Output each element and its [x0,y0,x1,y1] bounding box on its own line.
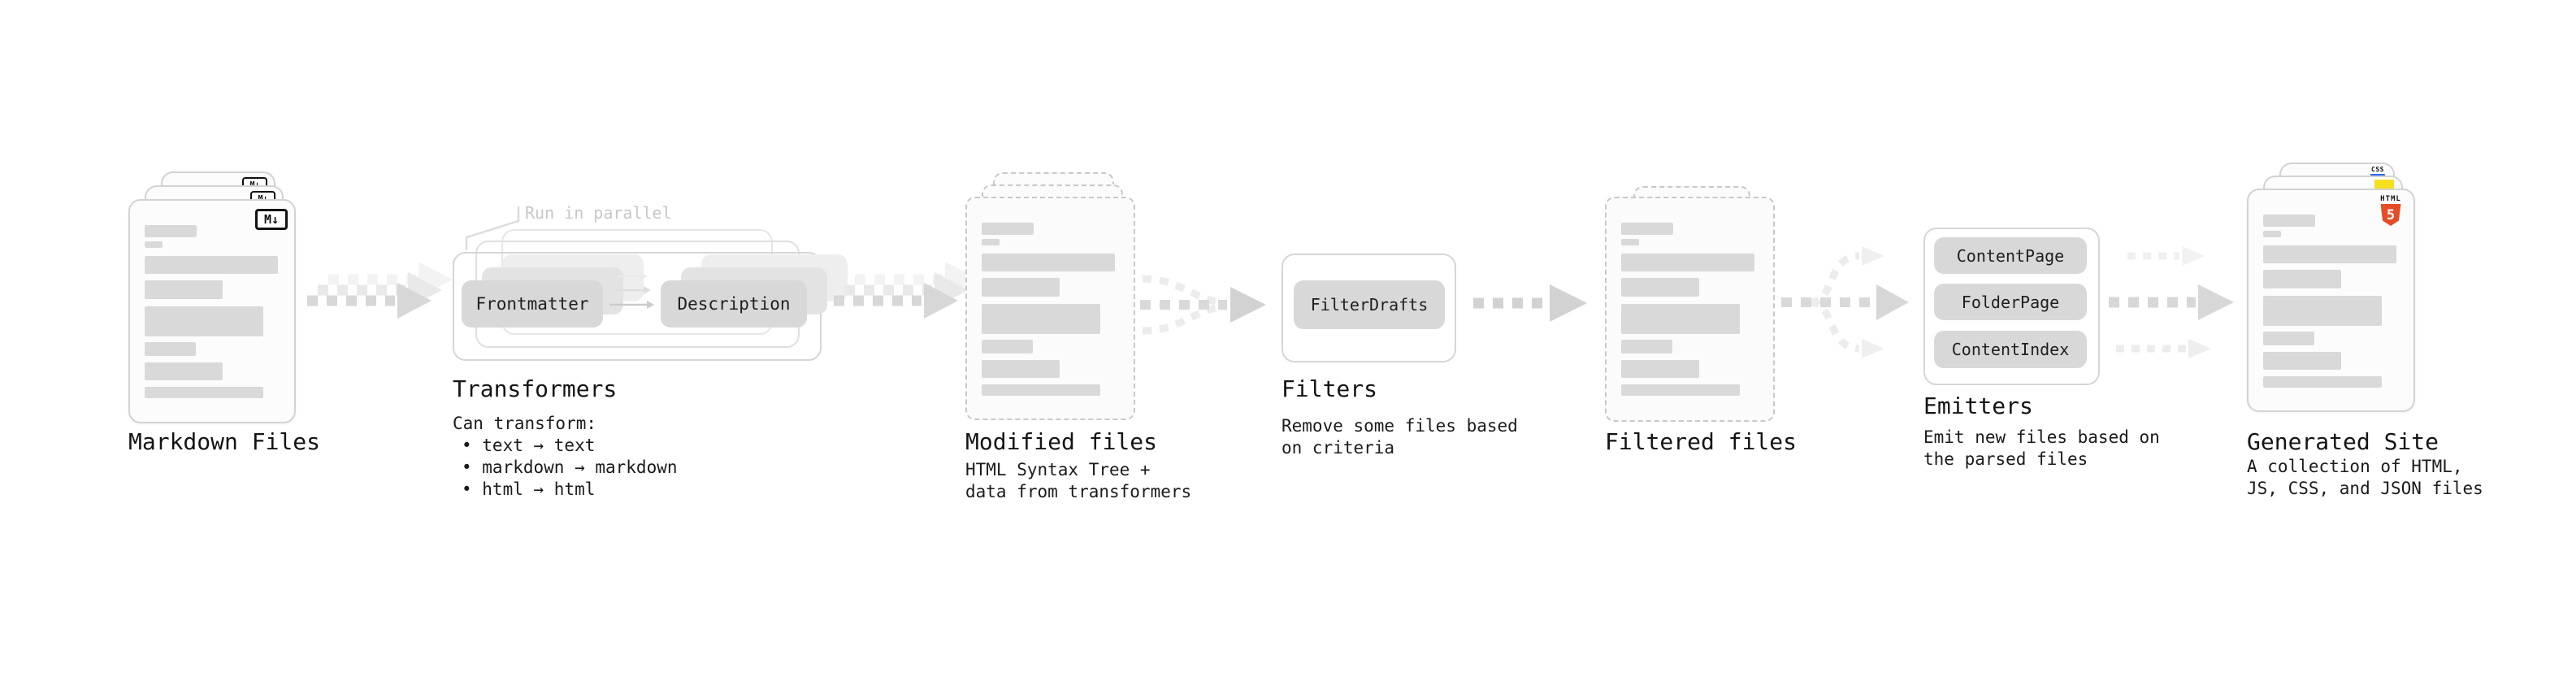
flow-arrow-merge [1140,275,1266,335]
text-placeholder-line [145,225,197,237]
plugin-pill-description: Description [661,280,807,327]
emitters-note: the parsed files [1923,449,2088,469]
text-placeholder-line [145,280,223,299]
transformers-note: • text → text [462,436,596,455]
text-placeholder-line [145,241,163,248]
text-placeholder-line [2263,270,2341,288]
filtered-file-card [1605,197,1775,422]
generated-site-note: JS, CSS, and JSON files [2247,479,2483,498]
filtered-files-label: Filtered files [1605,428,1798,455]
text-placeholder-line [2263,245,2396,263]
text-placeholder-line [1621,254,1754,271]
callout-line [465,206,520,250]
text-placeholder-line [1621,223,1673,235]
flow-arrow-fanout [1781,246,1909,358]
text-placeholder-line [1621,304,1740,334]
transformers-label: Transformers [453,375,618,402]
generated-site-note: A collection of HTML, [2247,457,2463,476]
text-placeholder-line [145,256,278,274]
filters-note: on criteria [1281,438,1395,458]
modified-file-card [965,197,1135,420]
generated-site-label: Generated Site [2247,428,2439,455]
text-placeholder-line [982,340,1033,354]
text-placeholder-line [1621,384,1740,396]
modified-files-note: data from transformers [965,482,1192,501]
text-placeholder-line [982,223,1034,235]
text-placeholder-line [982,304,1100,334]
transformers-note: • html → html [462,479,596,499]
transformers-note: • markdown → markdown [462,458,678,477]
text-placeholder-line [1621,239,1639,245]
plugin-pill-frontmatter: Frontmatter [462,280,603,327]
text-placeholder-line [982,239,1000,245]
text-placeholder-line [145,387,263,398]
text-placeholder-line [1621,360,1699,378]
plugin-pill-contentindex: ContentIndex [1934,331,2087,368]
filters-label: Filters [1281,375,1378,402]
run-in-parallel-annotation: Run in parallel [525,203,672,223]
modified-files-label: Modified files [965,428,1158,455]
text-placeholder-line [982,254,1115,271]
text-placeholder-line [145,342,196,356]
text-placeholder-line [2263,231,2281,237]
plugin-pill-contentpage: ContentPage [1934,237,2087,274]
plugin-pill-filterdrafts: FilterDrafts [1294,280,1445,329]
markdown-files-label: Markdown Files [128,428,321,455]
text-placeholder-line [2263,352,2341,370]
text-placeholder-line [982,278,1060,297]
flow-arrow-stacked-1 [307,262,453,319]
text-placeholder-line [2263,215,2315,227]
modified-files-note: HTML Syntax Tree + [965,460,1151,479]
emitters-label: Emitters [1923,393,2033,419]
filters-note: Remove some files based [1281,416,1518,436]
emitters-frame [1923,228,2100,385]
text-placeholder-line [145,306,263,336]
text-placeholder-line [1621,278,1699,297]
emitters-note: Emit new files based on [1923,427,2160,447]
markdown-file-card: M↓ [128,199,296,423]
text-placeholder-line [2263,332,2314,345]
text-placeholder-line [145,362,223,380]
plugin-pill-folderpage: FolderPage [1934,284,2087,320]
flow-arrow-parallel [2109,246,2234,358]
markdown-icon: M↓ [255,209,288,230]
transformers-note: Can transform: [453,414,597,433]
js-icon [2374,180,2394,190]
text-placeholder-line [982,360,1060,378]
flow-arrow-single [1473,284,1587,322]
site-file-card-html: HTML 5 [2247,189,2415,412]
flow-arrow-stacked-2 [834,262,979,319]
text-placeholder-line [982,384,1100,396]
plugin-sequence-arrows [609,272,654,309]
text-placeholder-line [1621,340,1672,354]
text-placeholder-line [2263,376,2382,388]
text-placeholder-line [2263,296,2382,326]
filters-frame [1281,254,1456,362]
html5-icon: HTML 5 [2376,195,2405,226]
